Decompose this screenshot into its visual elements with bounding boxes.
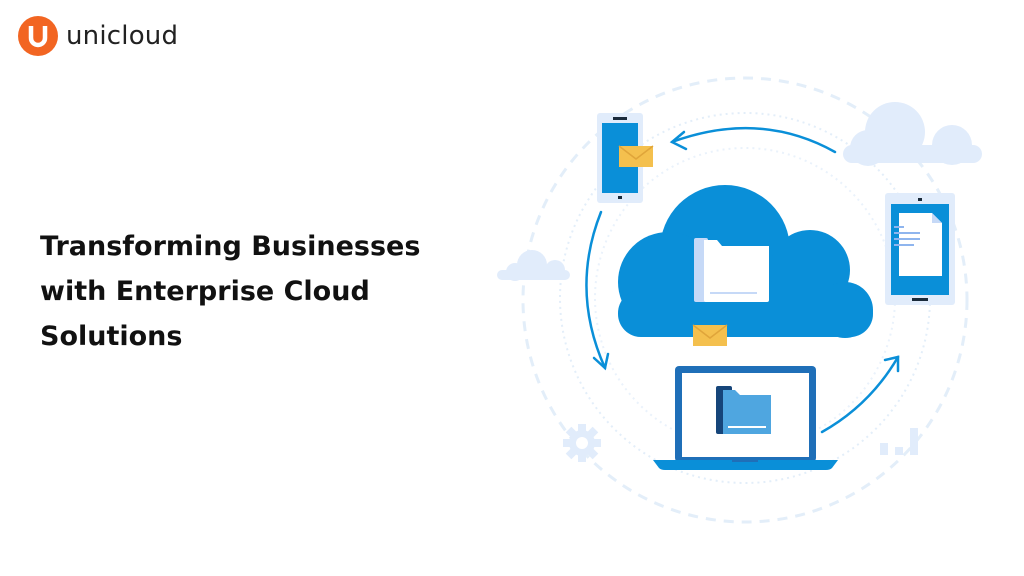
envelope-icon	[692, 324, 728, 346]
main-cloud-icon	[618, 185, 873, 338]
arrow-top	[670, 126, 837, 154]
sync-arrows	[585, 126, 900, 434]
folder-icon	[716, 386, 771, 434]
tablet-icon	[885, 193, 955, 305]
brand-logo: unicloud	[18, 16, 178, 56]
decorative-cloud-right-icon	[843, 102, 982, 166]
envelope-icon	[618, 145, 654, 167]
page-headline: Transforming Businesses with Enterprise …	[40, 224, 420, 359]
decorative-cloud-left-icon	[497, 250, 570, 281]
headline-line-1: Transforming Businesses	[40, 231, 421, 262]
logo-mark-icon	[18, 16, 58, 56]
arrow-left	[585, 210, 607, 370]
arrow-right	[820, 355, 900, 434]
headline-line-3: Solutions	[40, 321, 183, 352]
headline-line-2: with Enterprise Cloud	[40, 276, 370, 307]
brand-name: unicloud	[66, 21, 179, 51]
bar-chart-icon	[880, 428, 918, 455]
folder-icon	[694, 238, 769, 302]
gear-icon	[563, 424, 601, 462]
outer-ring	[521, 76, 969, 524]
